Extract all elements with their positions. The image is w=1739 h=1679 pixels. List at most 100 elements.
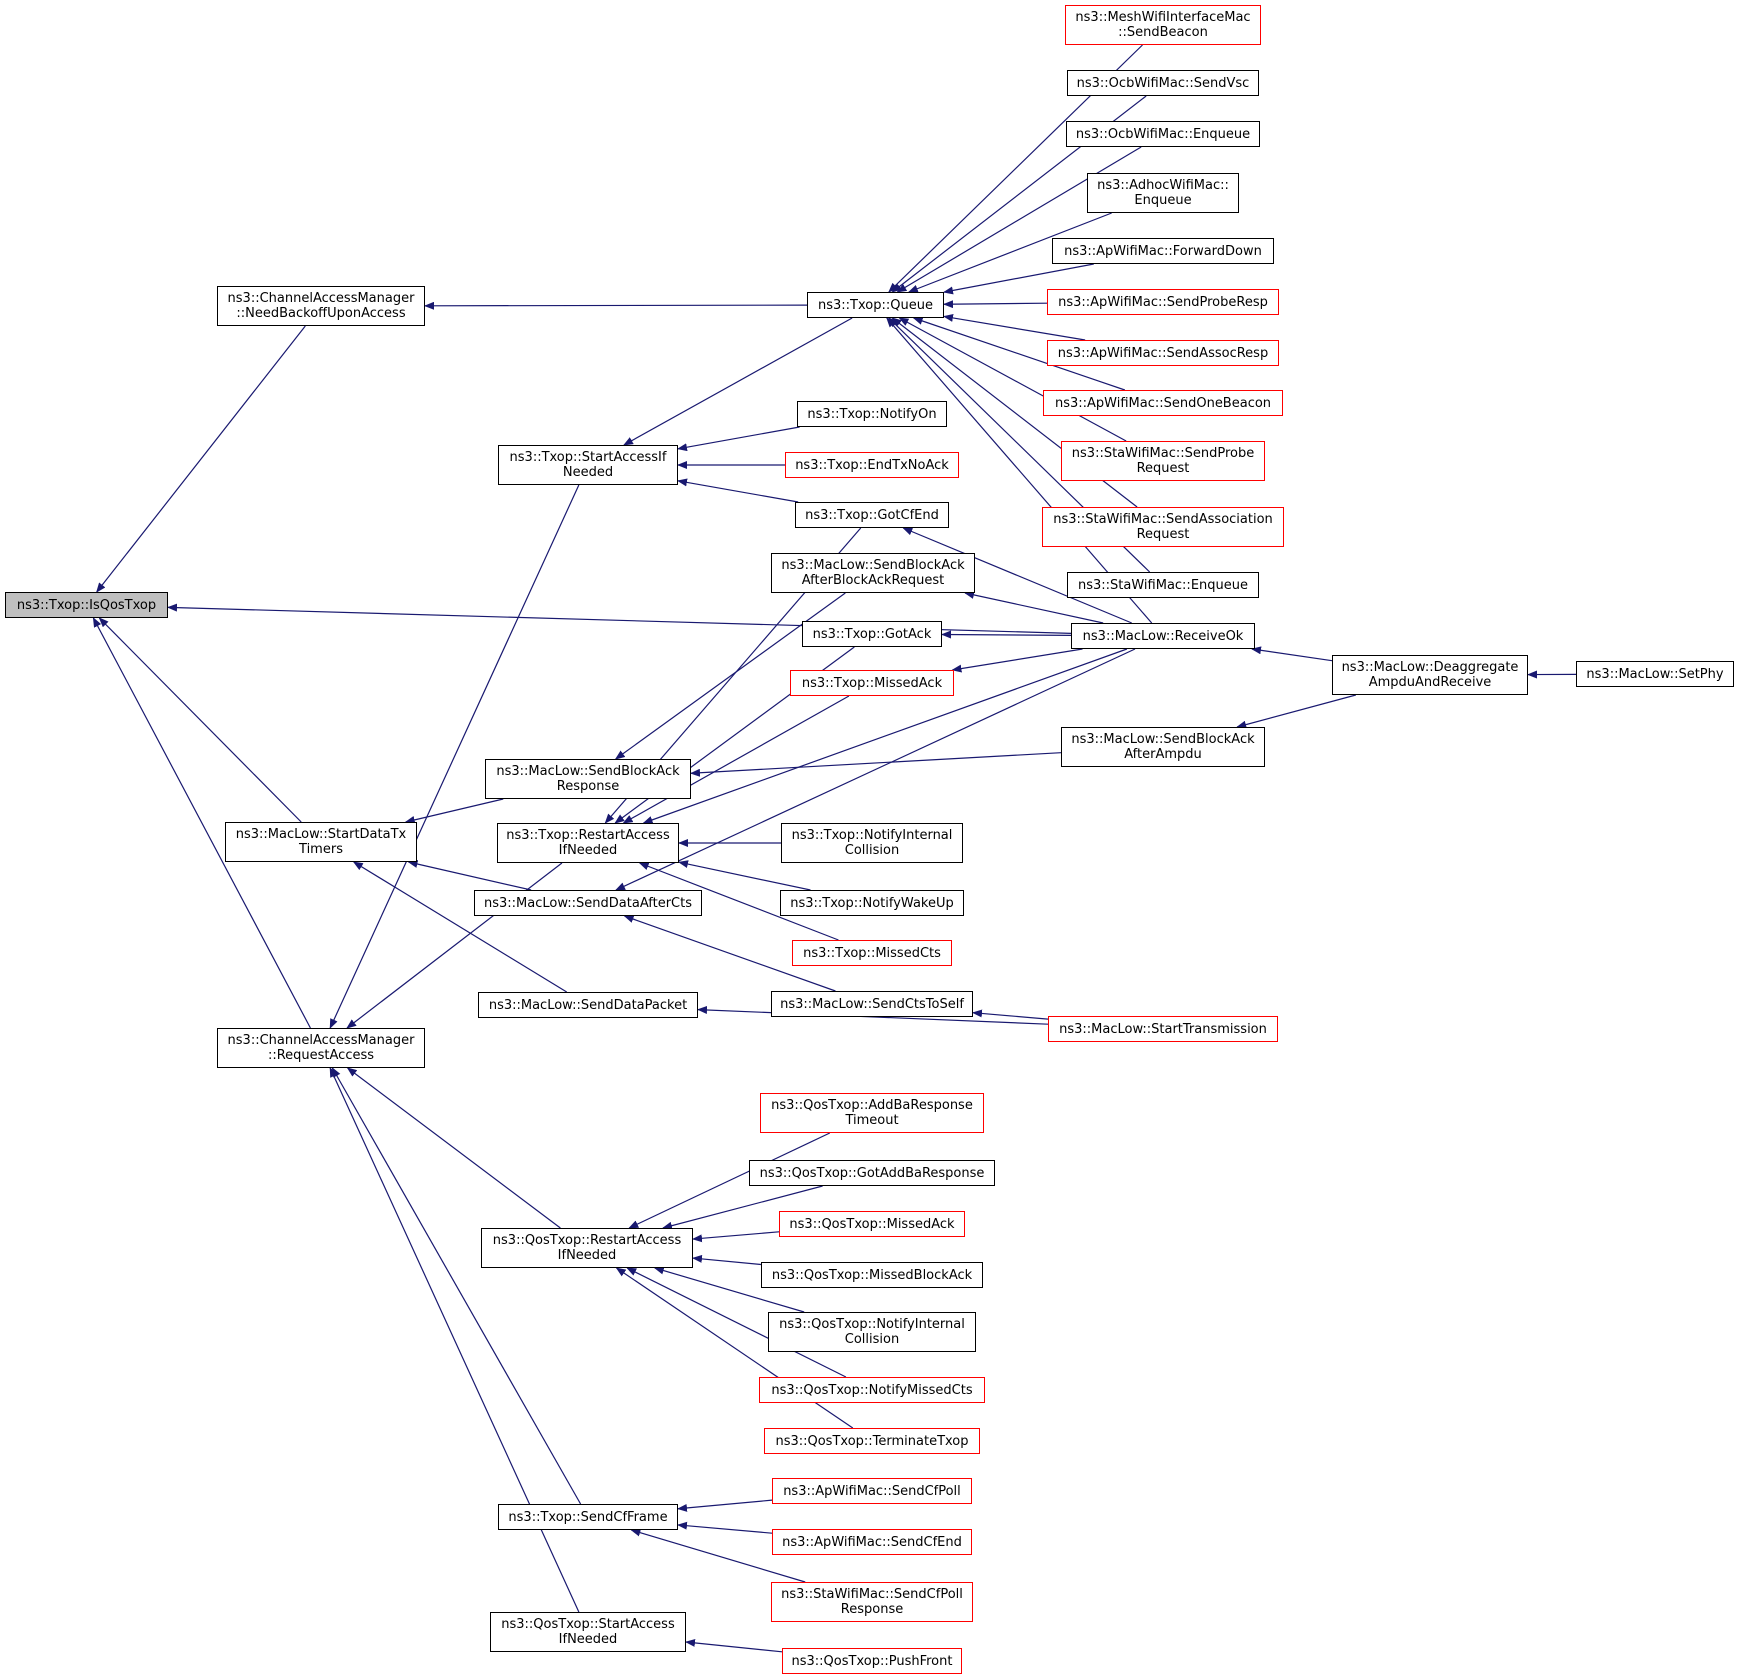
edge-needbackoff-to-isqostxop xyxy=(96,325,306,593)
node-starttransmission[interactable]: ns3::MacLow::StartTransmission xyxy=(1048,1016,1278,1042)
node-starttransmission-line-1: ns3::MacLow::StartTransmission xyxy=(1059,1021,1267,1037)
node-startdatatx-line-1: ns3::MacLow::StartDataTx xyxy=(235,827,407,842)
edge-qospushfront-to-qosstartaccess xyxy=(685,1638,783,1653)
node-qosterminatetxop[interactable]: ns3::QosTxop::TerminateTxop xyxy=(764,1428,980,1454)
node-apsendcfpoll[interactable]: ns3::ApWifiMac::SendCfPoll xyxy=(772,1478,972,1504)
node-qosrestartaccess-line-2: IfNeeded xyxy=(557,1248,617,1263)
node-qospushfront[interactable]: ns3::QosTxop::PushFront xyxy=(782,1648,962,1674)
node-needbackoff[interactable]: ns3::ChannelAccessManager::NeedBackoffUp… xyxy=(217,286,425,326)
node-sendblockackafterbar-line-2: AfterBlockAckRequest xyxy=(801,573,945,588)
edge-qosmissedack-to-qosrestartaccess xyxy=(692,1231,780,1243)
edge-stasendcfpollresponse-to-sendcfframe xyxy=(630,1528,806,1583)
node-staenqueue[interactable]: ns3::StaWifiMac::Enqueue xyxy=(1067,572,1259,598)
node-deaggregate-line-2: AmpduAndReceive xyxy=(1368,675,1492,690)
node-meshsendbeacon-line-2: ::SendBeacon xyxy=(1118,25,1208,40)
node-apsendcfpoll-line-1: ns3::ApWifiMac::SendCfPoll xyxy=(783,1483,961,1499)
node-gotcfend[interactable]: ns3::Txop::GotCfEnd xyxy=(795,502,949,528)
node-qosmissedblockack[interactable]: ns3::QosTxop::MissedBlockAck xyxy=(761,1262,983,1288)
node-apforwarddown[interactable]: ns3::ApWifiMac::ForwardDown xyxy=(1052,238,1274,264)
node-apsendproberesp[interactable]: ns3::ApWifiMac::SendProbeResp xyxy=(1047,289,1279,315)
node-notifywakeup[interactable]: ns3::Txop::NotifyWakeUp xyxy=(780,890,964,916)
node-isqostxop-line-1: ns3::Txop::IsQosTxop xyxy=(16,597,157,613)
node-apsendcfend[interactable]: ns3::ApWifiMac::SendCfEnd xyxy=(772,1529,972,1555)
node-ocbenqueue[interactable]: ns3::OcbWifiMac::Enqueue xyxy=(1066,121,1260,147)
node-requestaccess[interactable]: ns3::ChannelAccessManager::RequestAccess xyxy=(217,1028,425,1068)
edge-sendblockackafterampdu-to-sendblockackresponse xyxy=(690,752,1062,777)
node-apsendassocresp[interactable]: ns3::ApWifiMac::SendAssocResp xyxy=(1047,340,1279,366)
node-sendblockackresponse-line-1: ns3::MacLow::SendBlockAck xyxy=(496,764,680,779)
node-senddatapacket-line-1: ns3::MacLow::SendDataPacket xyxy=(488,997,688,1013)
node-missedack[interactable]: ns3::Txop::MissedAck xyxy=(790,670,954,696)
edge-receiveok-to-gotack xyxy=(941,630,1072,639)
node-sendblockackafterbar-line-1: ns3::MacLow::SendBlockAck xyxy=(781,558,965,573)
node-staenqueue-line-1: ns3::StaWifiMac::Enqueue xyxy=(1078,577,1248,593)
node-needbackoff-line-2: ::NeedBackoffUponAccess xyxy=(236,306,406,321)
node-sendctstoself-line-1: ns3::MacLow::SendCtsToSelf xyxy=(780,996,964,1012)
edge-sendcfframe-to-requestaccess xyxy=(331,1067,582,1505)
node-gotack[interactable]: ns3::Txop::GotAck xyxy=(802,621,942,647)
node-apsendonebeacon[interactable]: ns3::ApWifiMac::SendOneBeacon xyxy=(1043,390,1283,416)
edge-qosmissedblockack-to-qosrestartaccess xyxy=(692,1254,762,1266)
edge-apsendcfpoll-to-sendcfframe xyxy=(677,1499,773,1512)
edge-receiveok-to-missedack xyxy=(951,648,1083,673)
node-sendblockackresponse-line-2: Response xyxy=(556,779,620,794)
node-notifyinternalcollision-line-1: ns3::Txop::NotifyInternal xyxy=(791,828,953,843)
node-qosmissedack[interactable]: ns3::QosTxop::MissedAck xyxy=(779,1211,965,1237)
node-qosmissedblockack-line-1: ns3::QosTxop::MissedBlockAck xyxy=(771,1267,973,1283)
node-gotaddbaresponse[interactable]: ns3::QosTxop::GotAddBaResponse xyxy=(749,1160,995,1186)
node-stasendproberequest-line-2: Request xyxy=(1136,461,1190,476)
node-qosnotifyinternalcollision-line-2: Collision xyxy=(844,1332,900,1347)
node-meshsendbeacon[interactable]: ns3::MeshWifiInterfaceMac::SendBeacon xyxy=(1065,5,1261,45)
edge-stasendproberequest-to-queue xyxy=(898,317,1127,442)
node-sendcfframe-line-1: ns3::Txop::SendCfFrame xyxy=(508,1509,668,1525)
edge-queue-to-needbackoff xyxy=(424,301,808,310)
node-ocbenqueue-line-1: ns3::OcbWifiMac::Enqueue xyxy=(1075,126,1251,142)
edge-missedcts-to-restartaccess xyxy=(638,862,839,941)
node-sendcfframe[interactable]: ns3::Txop::SendCfFrame xyxy=(498,1504,678,1530)
node-sendctstoself[interactable]: ns3::MacLow::SendCtsToSelf xyxy=(771,991,973,1017)
node-qospushfront-line-1: ns3::QosTxop::PushFront xyxy=(791,1653,953,1669)
node-restartaccess-line-2: IfNeeded xyxy=(558,843,618,858)
node-isqostxop[interactable]: ns3::Txop::IsQosTxop xyxy=(5,592,168,618)
node-notifyon[interactable]: ns3::Txop::NotifyOn xyxy=(797,401,947,427)
node-setphy-line-1: ns3::MacLow::SetPhy xyxy=(1586,666,1724,682)
node-ocbsendvsc[interactable]: ns3::OcbWifiMac::SendVsc xyxy=(1067,70,1259,96)
node-endtxnoack[interactable]: ns3::Txop::EndTxNoAck xyxy=(785,452,959,478)
edge-qosnotifyinternalcollision-to-qosrestartaccess xyxy=(653,1266,805,1313)
node-senddataaftercts[interactable]: ns3::MacLow::SendDataAfterCts xyxy=(474,890,702,916)
node-requestaccess-line-2: ::RequestAccess xyxy=(267,1048,375,1063)
edge-qosstartaccess-to-requestaccess xyxy=(329,1067,580,1613)
node-qosnotifymissedcts[interactable]: ns3::QosTxop::NotifyMissedCts xyxy=(759,1377,985,1403)
edge-apforwarddown-to-queue xyxy=(943,263,1094,295)
node-gotack-line-1: ns3::Txop::GotAck xyxy=(812,626,932,642)
node-queue[interactable]: ns3::Txop::Queue xyxy=(807,292,944,318)
edge-deaggregate-to-receiveok xyxy=(1251,646,1333,662)
node-qosnotifymissedcts-line-1: ns3::QosTxop::NotifyMissedCts xyxy=(771,1382,973,1398)
edge-apsendcfend-to-sendcfframe xyxy=(677,1521,773,1534)
edge-addbaresponsetimeout-to-qosrestartaccess xyxy=(628,1132,831,1229)
node-missedcts[interactable]: ns3::Txop::MissedCts xyxy=(792,940,952,966)
node-receiveok[interactable]: ns3::MacLow::ReceiveOk xyxy=(1071,623,1255,649)
node-senddatapacket[interactable]: ns3::MacLow::SendDataPacket xyxy=(478,992,698,1018)
edge-startdatatx-to-isqostxop xyxy=(98,617,302,823)
node-adhocenqueue[interactable]: ns3::AdhocWifiMac::Enqueue xyxy=(1087,173,1239,213)
node-addbaresponsetimeout-line-1: ns3::QosTxop::AddBaResponse xyxy=(771,1098,973,1113)
node-startaccessifneeded-line-2: Needed xyxy=(562,465,614,480)
node-setphy[interactable]: ns3::MacLow::SetPhy xyxy=(1576,661,1734,687)
